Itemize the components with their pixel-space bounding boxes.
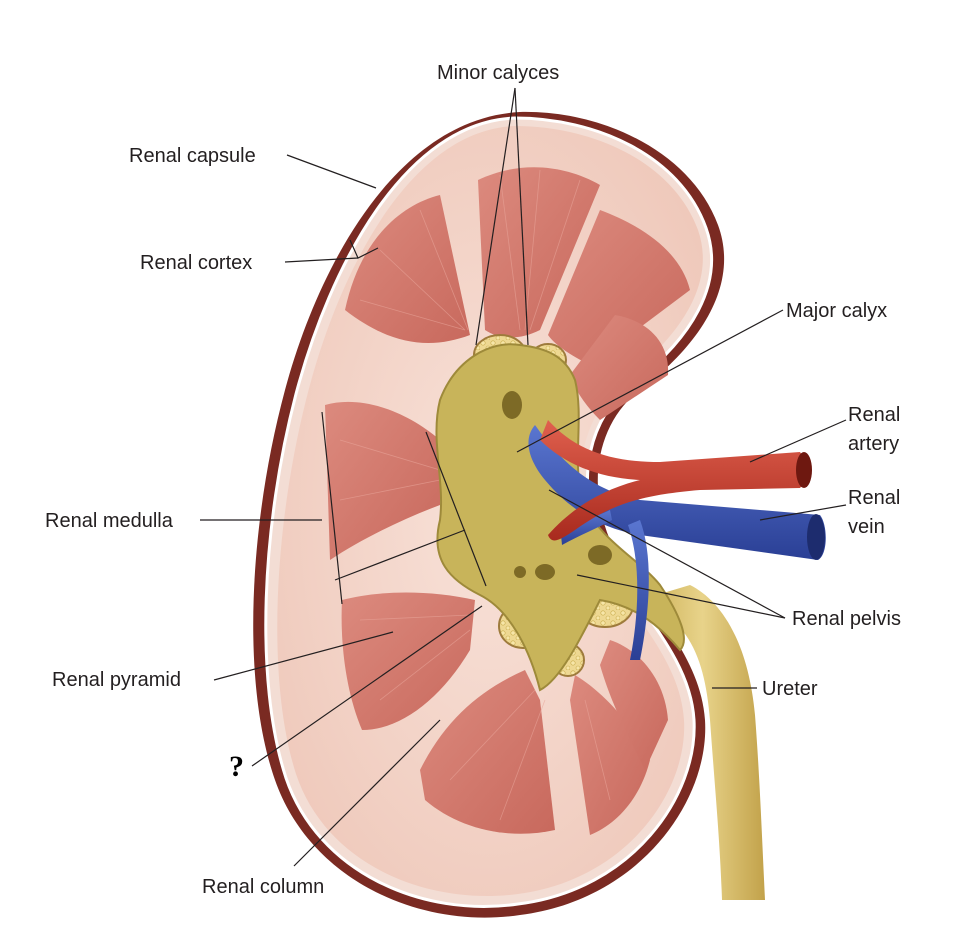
renal-vein-opening [807,514,825,560]
label-renal-pelvis: Renal pelvis [792,608,901,630]
label-question-mark: ? [229,750,244,783]
label-renal-artery-line1: Renal [848,404,900,426]
label-major-calyx: Major calyx [786,300,887,322]
label-ureter: Ureter [762,678,818,700]
label-renal-vein-line2: vein [848,516,885,538]
label-renal-vein-line1: Renal [848,487,900,509]
label-renal-pyramid: Renal pyramid [52,669,181,691]
label-minor-calyces: Minor calyces [437,62,559,84]
label-renal-cortex: Renal cortex [140,252,252,274]
label-renal-medulla: Renal medulla [45,510,174,532]
renal-artery-opening [796,452,812,488]
label-renal-column: Renal column [202,876,324,898]
label-renal-artery-line2: artery [848,433,899,455]
label-renal-capsule: Renal capsule [129,145,256,167]
